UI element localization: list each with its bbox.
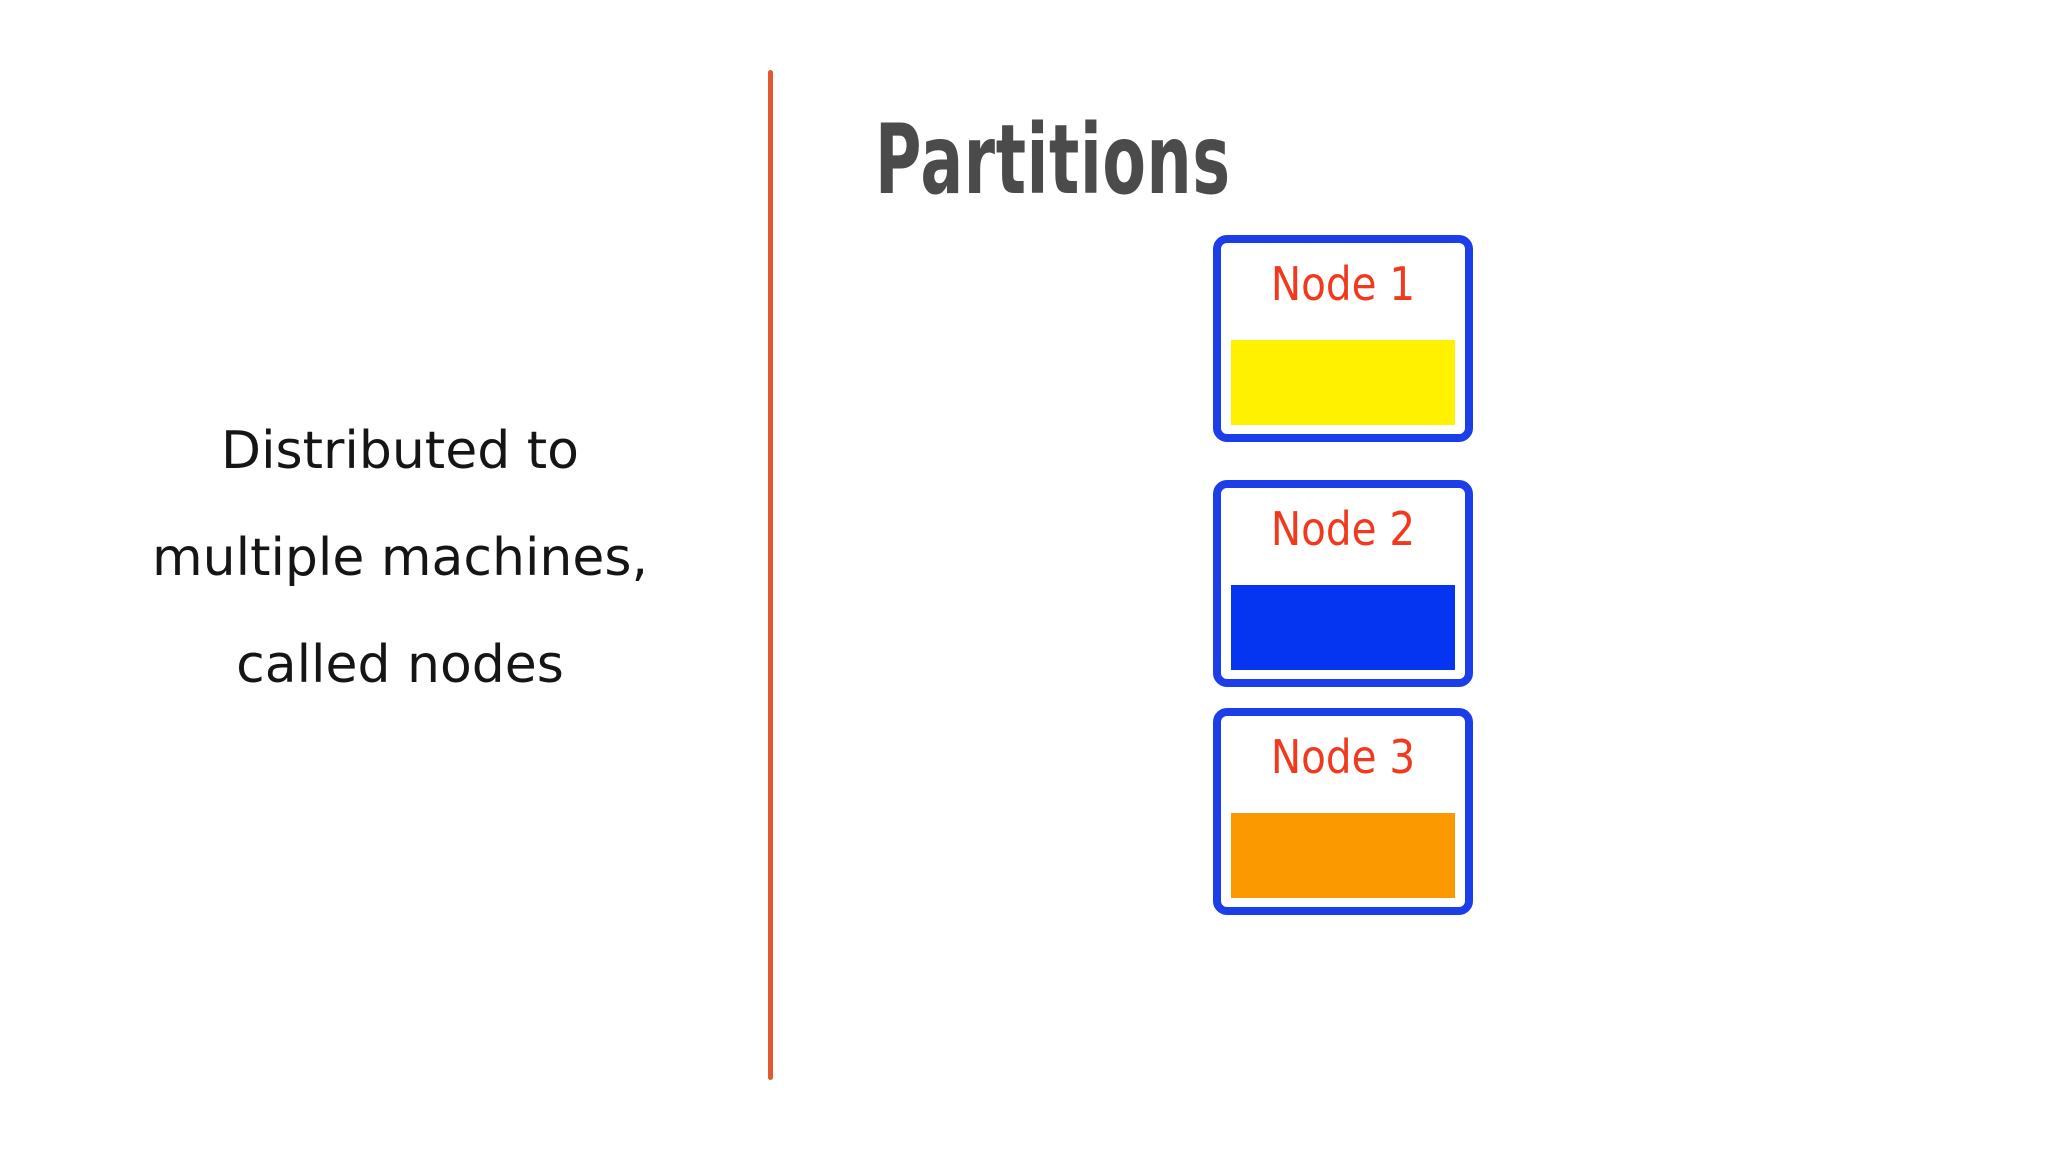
node-1-label: Node 1 [1270, 257, 1416, 311]
node-box-3: Node 3 [1213, 708, 1473, 915]
node-2-partition-bar [1231, 585, 1455, 670]
left-caption: Distributed to multiple machines, called… [130, 398, 670, 719]
node-1-partition-bar [1231, 340, 1455, 425]
node-box-2: Node 2 [1213, 480, 1473, 687]
caption-line-1: Distributed to [221, 421, 579, 481]
caption-line-3: called nodes [236, 635, 564, 695]
section-title: Partitions [875, 104, 1231, 216]
caption-line-2: multiple machines, [152, 528, 648, 588]
vertical-divider [768, 70, 773, 1080]
node-2-label: Node 2 [1270, 502, 1416, 556]
node-3-label: Node 3 [1270, 730, 1416, 784]
node-box-1: Node 1 [1213, 235, 1473, 442]
node-3-partition-bar [1231, 813, 1455, 898]
